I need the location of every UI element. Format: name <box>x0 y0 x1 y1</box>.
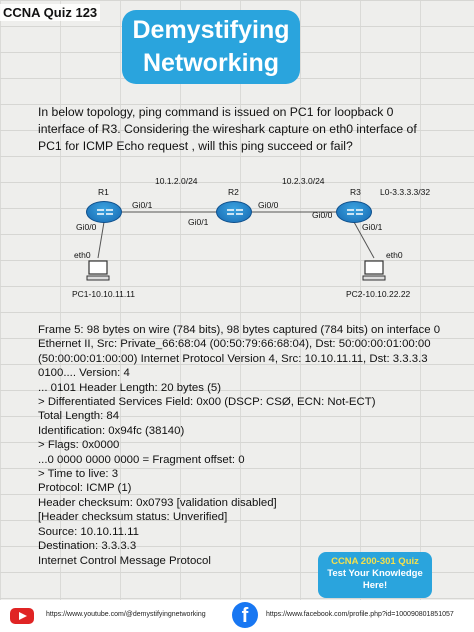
loopback-label: L0-3.3.3.3/32 <box>380 187 431 197</box>
router-r2 <box>216 201 252 223</box>
pc1-if-label: eth0 <box>74 250 91 260</box>
pc2-if-label: eth0 <box>386 250 403 260</box>
r3-label: R3 <box>350 187 361 197</box>
capture-line: Identification: 0x94fc (38140) <box>38 424 185 437</box>
net1-label: 10.1.2.0/24 <box>155 176 198 186</box>
r2-label: R2 <box>228 187 239 197</box>
promo-line3: Here! <box>362 580 388 591</box>
youtube-icon[interactable] <box>10 608 34 624</box>
r2-gi01-label: Gi0/1 <box>188 217 209 227</box>
capture-line: Destination: 3.3.3.3 <box>38 540 137 553</box>
capture-line: > Time to live: 3 <box>38 468 119 481</box>
brand-title: Demystifying Networking <box>122 10 300 84</box>
quiz-promo-banner[interactable]: CCNA 200-301 Quiz Test Your Knowledge He… <box>318 552 432 598</box>
router-arrows-icon <box>227 209 243 215</box>
capture-line: Ethernet II, Src: Private_66:68:04 (00:5… <box>38 338 431 351</box>
promo-line2: Test Your Knowledge <box>327 568 423 579</box>
capture-line: (50:00:00:01:00:00) Internet Protocol Ve… <box>38 352 428 365</box>
router-arrows-icon <box>347 209 363 215</box>
capture-line: > Flags: 0x0000 <box>38 439 120 452</box>
r3-gi01-label: Gi0/1 <box>362 222 383 232</box>
capture-line: Frame 5: 98 bytes on wire (784 bits), 98… <box>38 324 441 336</box>
youtube-link[interactable]: https://www.youtube.com/@demystifyingnet… <box>46 611 206 618</box>
link-r3-pc2 <box>353 221 375 259</box>
capture-line: Source: 10.10.11.11 <box>38 525 139 538</box>
router-r1 <box>86 201 122 223</box>
capture-line: Header checksum: 0x0793 [validation disa… <box>38 496 277 509</box>
promo-line1: CCNA 200-301 Quiz <box>331 556 419 567</box>
capture-line: 0100.... Version: 4 <box>38 367 130 380</box>
link-r1-pc1 <box>97 221 105 259</box>
r1-label: R1 <box>98 187 109 197</box>
computer-icon <box>86 260 110 281</box>
r1-gi01-label: Gi0/1 <box>132 200 153 210</box>
brand-title-line1: Demystifying <box>132 16 290 44</box>
facebook-icon[interactable]: f <box>232 602 258 628</box>
footer-bar: https://www.youtube.com/@demystifyingnet… <box>0 600 474 632</box>
net2-label: 10.2.3.0/24 <box>282 176 325 186</box>
pc2-label: PC2-10.10.22.22 <box>346 289 411 299</box>
capture-line: ... 0101 Header Length: 20 bytes (5) <box>38 381 222 394</box>
wireshark-capture: Frame 5: 98 bytes on wire (784 bits), 98… <box>38 323 448 568</box>
pc2-computer <box>362 260 386 282</box>
question-text: In below topology, ping command is issue… <box>38 105 417 153</box>
facebook-link[interactable]: https://www.facebook.com/profile.php?id=… <box>266 611 454 618</box>
capture-line: Protocol: ICMP (1) <box>38 482 132 495</box>
topology-diagram: 10.1.2.0/24 10.2.3.0/24 R1 R2 R3 L0-3.3.… <box>0 170 474 310</box>
r1-gi00-label: Gi0/0 <box>76 222 97 232</box>
router-arrows-icon <box>97 209 113 215</box>
capture-line: ...0 0000 0000 0000 = Fragment offset: 0 <box>38 453 245 466</box>
capture-line: Internet Control Message Protocol <box>38 554 211 567</box>
capture-line: [Header checksum status: Unverified] <box>38 511 228 524</box>
r3-gi00-label: Gi0/0 <box>312 210 333 220</box>
pc1-label: PC1-10.10.11.11 <box>72 289 136 299</box>
brand-title-line2: Networking <box>142 49 280 77</box>
router-r3 <box>336 201 372 223</box>
computer-icon <box>362 260 386 281</box>
pc1-computer <box>86 260 110 282</box>
capture-line: > Differentiated Services Field: 0x00 (D… <box>38 396 376 409</box>
r2-gi00-label: Gi0/0 <box>258 200 279 210</box>
capture-line: Total Length: 84 <box>38 410 120 423</box>
quiz-badge: CCNA Quiz 123 <box>0 4 101 21</box>
topology-links <box>97 211 375 259</box>
